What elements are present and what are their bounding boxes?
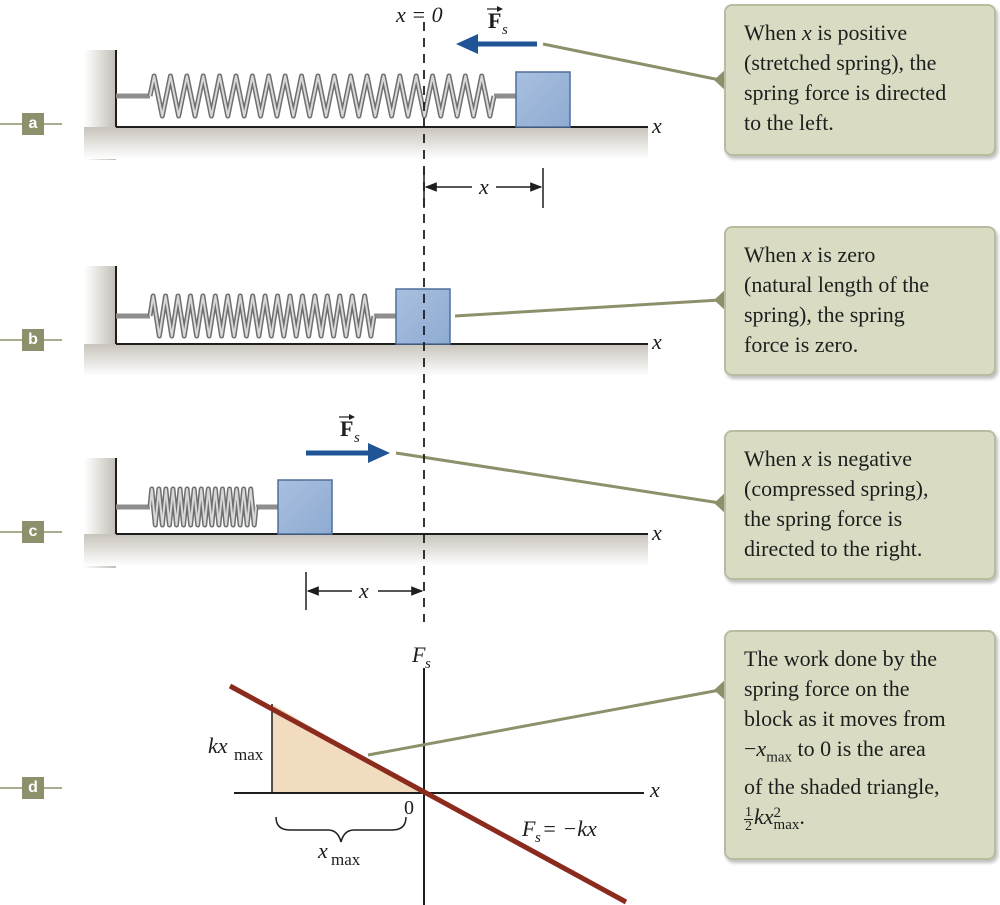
force-label-a: F xyxy=(488,8,501,33)
graph-y-label: F xyxy=(411,642,426,667)
panel-tag-b: b xyxy=(22,329,44,351)
svg-text:s: s xyxy=(502,22,508,38)
spring-coil-highlight xyxy=(149,295,375,337)
x-axis-label-a: x xyxy=(651,113,662,138)
graph-origin: 0 xyxy=(404,797,414,819)
panel-b: x xyxy=(84,266,726,376)
block-b xyxy=(395,288,451,345)
spring-c xyxy=(116,486,278,528)
spring-coil-highlight xyxy=(149,488,257,526)
callout-d: The work done by the spring force on the… xyxy=(724,630,996,860)
floor-c xyxy=(84,534,648,566)
svg-text:s: s xyxy=(354,430,360,446)
x-axis-label-b: x xyxy=(651,329,662,354)
block-a xyxy=(515,71,571,128)
xmax-label: x xyxy=(317,838,328,863)
force-line xyxy=(228,683,628,905)
equilibrium-label: x = 0 xyxy=(395,2,443,27)
svg-text:max: max xyxy=(234,745,264,764)
svg-text:= −kx: = −kx xyxy=(542,816,597,841)
xmax-brace xyxy=(275,816,407,843)
panel-d-graph: F s x 0 kx max x max F s = −kx xyxy=(208,642,726,905)
floor-a xyxy=(84,127,648,159)
displacement-label-a: x xyxy=(478,174,489,199)
svg-text:max: max xyxy=(331,850,361,869)
callout-a: When x is positive (stretched spring), t… xyxy=(724,4,996,156)
spring-b xyxy=(116,293,396,339)
displacement-label-c: x xyxy=(358,578,369,603)
callout-c: When x is negative (compressed spring), … xyxy=(724,430,996,580)
panel-tag-a: a xyxy=(22,113,44,135)
kxmax-label: kx xyxy=(208,733,228,758)
connector-b xyxy=(454,298,721,318)
panel-tag-c: c xyxy=(22,521,44,543)
graph-x-label: x xyxy=(649,777,660,802)
svg-text:s: s xyxy=(425,656,431,672)
panel-a: F s x x xyxy=(84,6,726,208)
spring-coil-highlight xyxy=(149,75,495,117)
panel-tag-d: d xyxy=(22,777,44,799)
spring-a xyxy=(116,73,516,119)
x-axis-label-c: x xyxy=(651,520,662,545)
force-label-c: F xyxy=(340,416,353,441)
floor-b xyxy=(84,344,648,376)
connector-c xyxy=(395,451,721,505)
svg-text:s: s xyxy=(535,830,541,846)
connector-d xyxy=(367,688,721,757)
callout-b: When x is zero (natural length of the sp… xyxy=(724,226,996,376)
panel-c: F s x x xyxy=(84,414,726,610)
connector-a xyxy=(542,42,721,82)
block-c xyxy=(277,479,333,535)
line-equation: F xyxy=(521,816,536,841)
